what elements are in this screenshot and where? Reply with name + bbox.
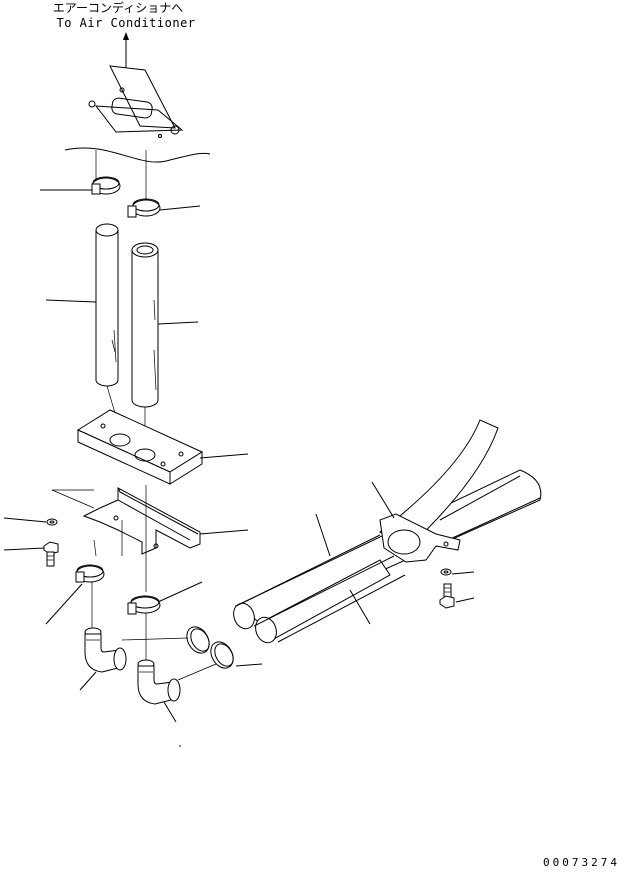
washer-left (46, 518, 58, 526)
drawing-number: 00073274 (543, 856, 620, 869)
hose-clamp-upper-right (127, 198, 161, 218)
hose-clamp-mid-1 (186, 626, 210, 654)
hose-clamp-lower-left (75, 564, 105, 583)
caption-japanese: エアーコンディショナへ (53, 0, 183, 15)
hose-left (95, 223, 119, 387)
hose-clamp-mid-2 (210, 641, 234, 669)
elbow-fitting-left (84, 627, 127, 673)
hose-band-clamp (379, 513, 461, 563)
hose-right (131, 242, 159, 408)
bolt-left (43, 541, 59, 567)
floor-break-line (64, 147, 211, 163)
caption-english: To Air Conditioner (56, 16, 195, 30)
hose-clamp-lower-right (127, 595, 161, 615)
bolt-right (439, 583, 455, 609)
guide-plate (76, 409, 204, 485)
washer-right (440, 568, 452, 576)
elbow-fitting-right (137, 659, 181, 705)
grommet-plate (88, 65, 184, 138)
hose-bracket (82, 487, 201, 555)
direction-arrow-icon (123, 32, 129, 70)
hose-clamp-upper-left (91, 176, 121, 195)
